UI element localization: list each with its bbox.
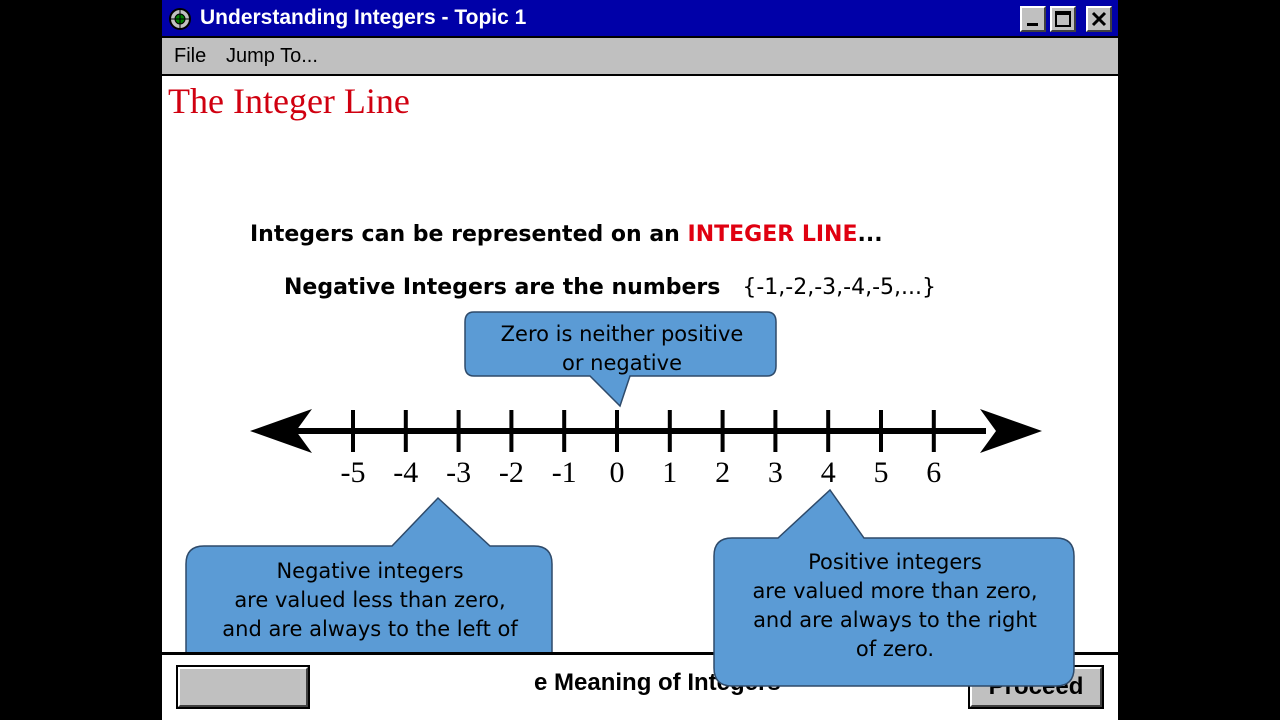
positive-callout-text: Positive integers are valued more than z… — [714, 548, 1076, 664]
menu-file[interactable]: File — [174, 45, 207, 67]
positive-callout — [713, 488, 1075, 687]
tick-label: -1 — [552, 456, 577, 489]
zero-callout-line-2: or negative — [561, 351, 682, 375]
maximize-icon — [1055, 11, 1071, 27]
positive-callout-line-4: of zero. — [855, 637, 935, 661]
intro-line: Integers can be represented on an INTEGE… — [250, 222, 883, 247]
negative-callout-line-2: are valued less than zero, — [234, 588, 506, 612]
tick-label: -4 — [393, 456, 418, 489]
close-icon — [1091, 11, 1107, 27]
positive-callout-line-2: are valued more than zero, — [752, 579, 1038, 603]
minimize-button[interactable] — [1020, 6, 1046, 32]
window-title: Understanding Integers - Topic 1 — [200, 6, 527, 29]
negative-definition-line: Negative Integers are the numbers {-1,-2,… — [284, 275, 936, 300]
menu-jump-to[interactable]: Jump To... — [226, 45, 318, 67]
tick-label: 1 — [662, 456, 677, 489]
number-line: -5 -4 -3 -2 -1 0 1 2 3 4 5 6 — [250, 409, 1042, 489]
zero-callout-line-1: Zero is neither positive — [500, 322, 744, 346]
app-globe-icon[interactable] — [168, 7, 192, 31]
integer-line-highlight: INTEGER LINE — [687, 222, 858, 247]
page-title: The Integer Line — [168, 81, 410, 121]
close-button[interactable] — [1086, 6, 1112, 32]
positive-callout-line-3: and are always to the right — [753, 608, 1037, 632]
tick-label: -2 — [499, 456, 524, 489]
negative-callout-line-1: Negative integers — [276, 559, 464, 583]
tick-label: 5 — [874, 456, 889, 489]
zero-callout-text: Zero is neither positive or negative — [465, 320, 779, 378]
menu-bar: File Jump To... — [162, 38, 1118, 76]
intro-ellipsis: ... — [857, 222, 883, 247]
positive-callout-line-1: Positive integers — [808, 550, 982, 574]
tick-label: -5 — [341, 456, 366, 489]
maximize-button[interactable] — [1050, 6, 1076, 32]
tick-label: 4 — [821, 456, 836, 489]
negative-callout-line-3: and are always to the left of — [222, 617, 518, 641]
tick-label: 3 — [768, 456, 783, 489]
tick-label: -3 — [446, 456, 471, 489]
back-button[interactable] — [176, 665, 310, 709]
negative-set: {-1,-2,-3,-4,-5,...} — [742, 275, 936, 300]
zero-callout — [464, 311, 777, 408]
title-bar[interactable]: Understanding Integers - Topic 1 — [162, 0, 1118, 38]
right-arrow-icon — [980, 409, 1042, 453]
intro-text: Integers can be represented on an — [250, 222, 688, 247]
number-line-axis — [286, 428, 986, 434]
tick-label: 0 — [610, 456, 625, 489]
tick-label: 2 — [715, 456, 730, 489]
app-window: Understanding Integers - Topic 1 File Ju… — [160, 0, 1120, 720]
negative-label: Negative Integers are the numbers — [284, 275, 721, 300]
left-arrow-icon — [250, 409, 312, 453]
minimize-icon — [1027, 23, 1038, 26]
tick-label: 6 — [926, 456, 941, 489]
